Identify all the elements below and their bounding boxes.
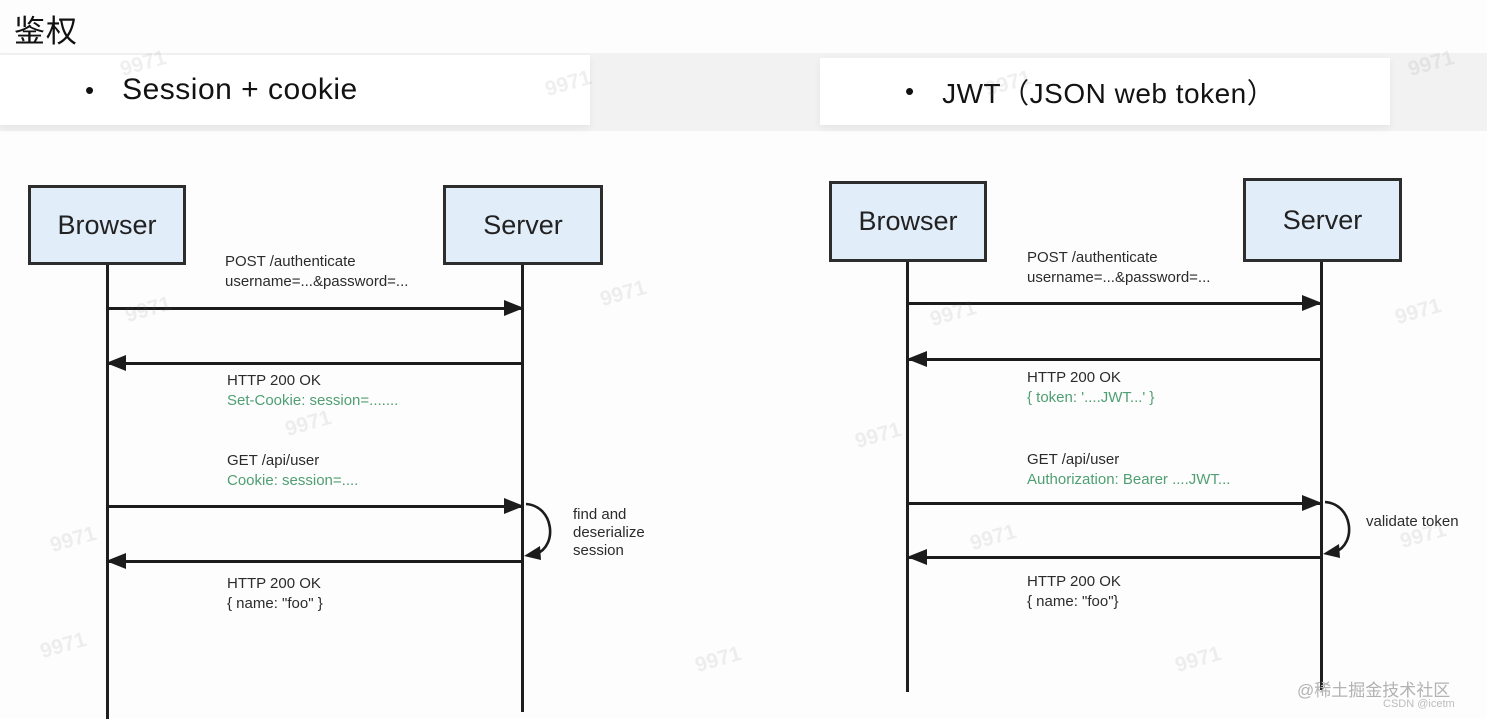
lifeline-browser-left (106, 265, 109, 719)
title-card-jwt: • JWT（JSON web token） (820, 58, 1390, 125)
arrow-request-authenticate (108, 300, 524, 316)
arrow-request-api-user (108, 498, 524, 514)
arrow-response-name-foo (106, 553, 522, 569)
arrow-response-token (907, 351, 1320, 367)
lifeline-server-right (1320, 262, 1323, 690)
watermark: 9971 (852, 418, 904, 454)
title-card-session-cookie: • Session + cookie (0, 55, 590, 125)
bullet-icon: • (85, 74, 95, 105)
arrow-request-authenticate (909, 295, 1322, 311)
message-label: POST /authenticate username=...&password… (1027, 249, 1211, 286)
self-loop-icon (1323, 500, 1351, 558)
actor-box-server-right: Server (1243, 178, 1402, 262)
page-title: 鉴权 (14, 14, 78, 49)
bullet-icon: • (905, 76, 915, 106)
message-label: GET /api/user Cookie: session=.... (227, 452, 359, 489)
watermark: 9971 (47, 522, 99, 558)
message-label: HTTP 200 OK Set-Cookie: session=....... (227, 372, 399, 409)
credit-csdn: CSDN @icetm (1383, 698, 1455, 710)
arrow-response-setcookie (106, 355, 522, 371)
watermark: 9971 (122, 292, 174, 328)
arrow-request-api-user (909, 495, 1322, 511)
note-deserialize-session: find and deserialize session (573, 506, 645, 559)
watermark: 9971 (282, 406, 334, 442)
credit-juejin: @稀土掘金技术社区 (1297, 681, 1451, 700)
watermark: 9971 (692, 642, 744, 678)
jwt-title: JWT（JSON web token） (942, 77, 1276, 109)
message-label: POST /authenticate username=...&password… (225, 253, 409, 290)
actor-box-server-left: Server (443, 185, 603, 265)
actor-box-browser-left: Browser (28, 185, 186, 265)
actor-box-browser-right: Browser (829, 181, 987, 262)
message-label: HTTP 200 OK { name: "foo"} (1027, 573, 1121, 610)
message-label: HTTP 200 OK { name: "foo" } (227, 575, 323, 612)
arrow-response-name-foo (907, 549, 1320, 565)
self-loop-icon (524, 502, 552, 560)
watermark: 9971 (37, 628, 89, 664)
lifeline-server-left (521, 265, 524, 712)
watermark: 9971 (967, 520, 1019, 556)
session-cookie-title: Session + cookie (122, 73, 358, 106)
lifeline-browser-right (906, 262, 909, 692)
watermark: 9971 (1172, 642, 1224, 678)
note-validate-token: validate token (1366, 513, 1459, 530)
watermark: 9971 (1392, 294, 1444, 330)
watermark: 9971 (597, 276, 649, 312)
message-label: GET /api/user Authorization: Bearer ....… (1027, 451, 1231, 488)
message-label: HTTP 200 OK { token: '....JWT...' } (1027, 369, 1155, 406)
